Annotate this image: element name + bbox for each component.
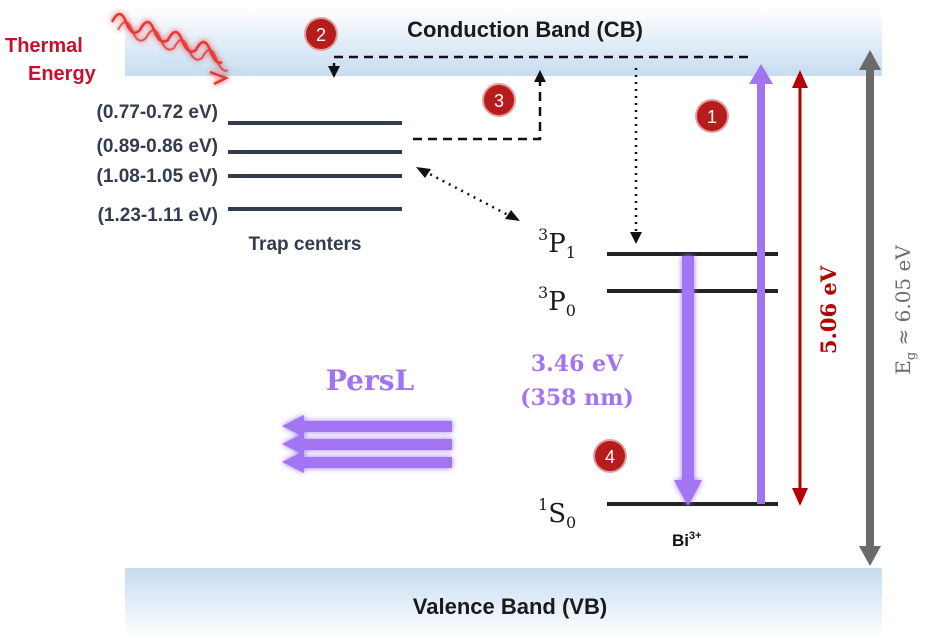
conduction-band-label: Conduction Band (CB) <box>407 17 643 42</box>
trap-energy-label-4: (1.23-1.11 eV) <box>98 205 218 226</box>
excitation-energy-arrow <box>792 70 808 506</box>
relaxation-arrowhead <box>630 232 642 244</box>
bandgap-label: Eg ≈ 6.05 eV <box>891 245 919 375</box>
step-badge-4: 4 <box>593 439 627 473</box>
release-arrowhead <box>534 70 546 82</box>
release-path <box>413 82 542 141</box>
valence-band <box>125 568 882 638</box>
thermal-energy-label-line1: Thermal <box>5 35 83 57</box>
excitation-energy-label: 5.06 eV <box>816 265 841 354</box>
state-3P0-label: 3P0 <box>538 283 576 320</box>
state-1S0-label: 1S0 <box>538 495 576 532</box>
svg-text:1: 1 <box>707 107 717 127</box>
emission-energy-label: 3.46 eV <box>531 351 624 377</box>
persl-arrows-icon <box>282 415 452 473</box>
trap-exchange-dotted-line <box>423 169 511 218</box>
thermal-energy-label-line2: Energy <box>28 63 97 85</box>
emission-arrow <box>674 256 702 506</box>
svg-text:4: 4 <box>605 447 615 467</box>
persl-label: PersL <box>326 364 415 397</box>
bandgap-arrow <box>859 50 881 566</box>
excitation-arrow <box>749 64 773 504</box>
trap-exchange-arrowhead-right <box>505 210 520 221</box>
trap-exchange-arrowhead-left <box>416 167 431 178</box>
trap-energy-label-2: (0.89-0.86 eV) <box>97 136 218 157</box>
state-3P1-label: 3P1 <box>538 225 576 262</box>
step-badge-2: 2 <box>304 17 338 51</box>
thermal-wave-icon <box>110 12 230 86</box>
svg-text:2: 2 <box>316 25 326 45</box>
bi-ion-label: Bi3+ <box>672 530 702 550</box>
step-badge-3: 3 <box>482 83 516 117</box>
valence-band-label: Valence Band (VB) <box>413 594 607 619</box>
trap-energy-label-3: (1.08-1.05 eV) <box>97 166 218 187</box>
svg-text:3: 3 <box>494 91 504 111</box>
emission-wavelength-label: (358 nm) <box>520 385 634 411</box>
conduction-band <box>125 8 882 76</box>
capture-path <box>332 55 748 70</box>
step-badge-1: 1 <box>695 99 729 133</box>
capture-arrowhead <box>328 66 340 78</box>
trap-centers-caption: Trap centers <box>249 234 362 255</box>
trap-energy-label-1: (0.77-0.72 eV) <box>97 102 218 123</box>
